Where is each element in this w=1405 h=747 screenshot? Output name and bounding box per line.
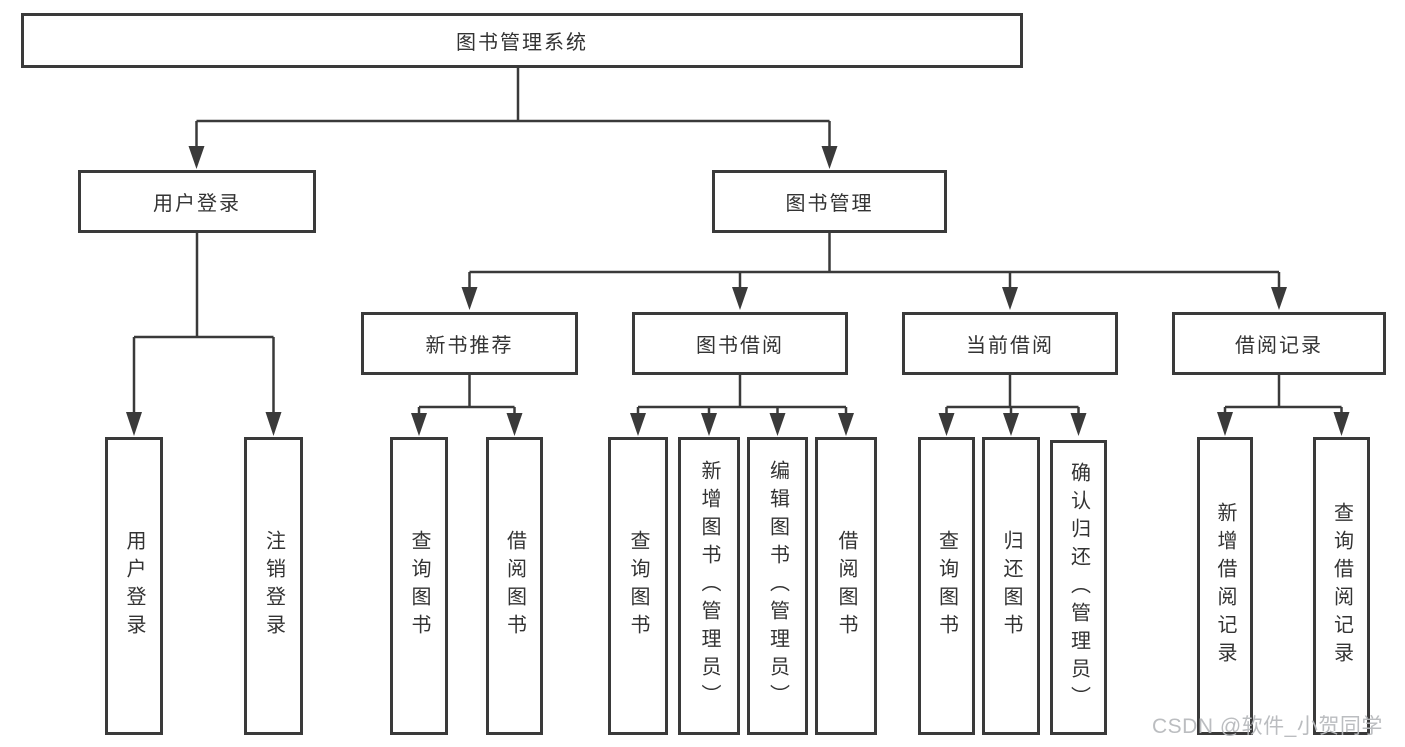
node-label: 用户登录 bbox=[153, 193, 241, 215]
node-label: 查询图书 bbox=[935, 530, 958, 642]
connector-borrow-to-leaves bbox=[630, 375, 854, 436]
node-new-book-recommend: 新书推荐 bbox=[361, 312, 578, 375]
leaf-user-login: 用户登录 bbox=[105, 437, 163, 735]
node-label: 图书管理系统 bbox=[456, 32, 588, 54]
node-label: 新书推荐 bbox=[425, 335, 514, 357]
node-label: 当前借阅 bbox=[966, 335, 1054, 357]
leaf-borrow-books-newbook: 借阅图书 bbox=[486, 437, 543, 735]
node-label: 查询图书 bbox=[627, 530, 649, 642]
node-label: 确认归还（管理员） bbox=[1067, 461, 1090, 714]
leaf-confirm-return-admin: 确认归还（管理员） bbox=[1050, 440, 1107, 735]
csdn-watermark: CSDN @软件_小贺同学 bbox=[1152, 715, 1383, 738]
leaf-borrow-books-borrow: 借阅图书 bbox=[815, 437, 877, 735]
node-user-login: 用户登录 bbox=[78, 170, 316, 233]
node-label: 注销登录 bbox=[262, 530, 285, 642]
leaf-query-borrow-record: 查询借阅记录 bbox=[1313, 437, 1370, 735]
node-label: 查询图书 bbox=[408, 530, 430, 642]
connector-bookmgmt-to-level3 bbox=[461, 233, 1287, 310]
leaf-edit-books-admin: 编辑图书（管理员） bbox=[747, 437, 808, 735]
node-label: 图书借阅 bbox=[696, 335, 784, 357]
node-label: 借阅图书 bbox=[503, 530, 526, 642]
node-label: 借阅记录 bbox=[1235, 335, 1323, 357]
node-library-management-system: 图书管理系统 bbox=[21, 13, 1023, 68]
leaf-add-books-admin: 新增图书（管理员） bbox=[678, 437, 740, 735]
node-label: 图书管理 bbox=[785, 193, 874, 215]
connector-root-to-level2 bbox=[188, 68, 838, 169]
connector-newbook-to-leaves bbox=[411, 375, 523, 436]
node-current-borrowing: 当前借阅 bbox=[902, 312, 1118, 375]
connector-records-to-leaves bbox=[1217, 375, 1350, 436]
node-book-management: 图书管理 bbox=[712, 170, 947, 233]
leaf-add-borrow-record: 新增借阅记录 bbox=[1197, 437, 1253, 735]
node-label: 借阅图书 bbox=[835, 530, 857, 642]
leaf-query-books-current: 查询图书 bbox=[918, 437, 975, 735]
connector-current-to-leaves bbox=[938, 375, 1087, 436]
node-label: 用户登录 bbox=[123, 530, 145, 642]
leaf-query-books-borrow: 查询图书 bbox=[608, 437, 668, 735]
leaf-query-books-newbook: 查询图书 bbox=[390, 437, 448, 735]
leaf-return-books: 归还图书 bbox=[982, 437, 1040, 735]
node-label: 新增借阅记录 bbox=[1214, 502, 1236, 670]
node-book-borrowing: 图书借阅 bbox=[632, 312, 848, 375]
connector-userlogin-to-leaves bbox=[126, 233, 282, 436]
node-borrowing-records: 借阅记录 bbox=[1172, 312, 1386, 375]
node-label: 查询借阅记录 bbox=[1330, 502, 1353, 670]
node-label: 归还图书 bbox=[1000, 530, 1022, 642]
node-label: 新增图书（管理员） bbox=[698, 460, 720, 712]
leaf-logout: 注销登录 bbox=[244, 437, 303, 735]
node-label: 编辑图书（管理员） bbox=[766, 460, 789, 712]
